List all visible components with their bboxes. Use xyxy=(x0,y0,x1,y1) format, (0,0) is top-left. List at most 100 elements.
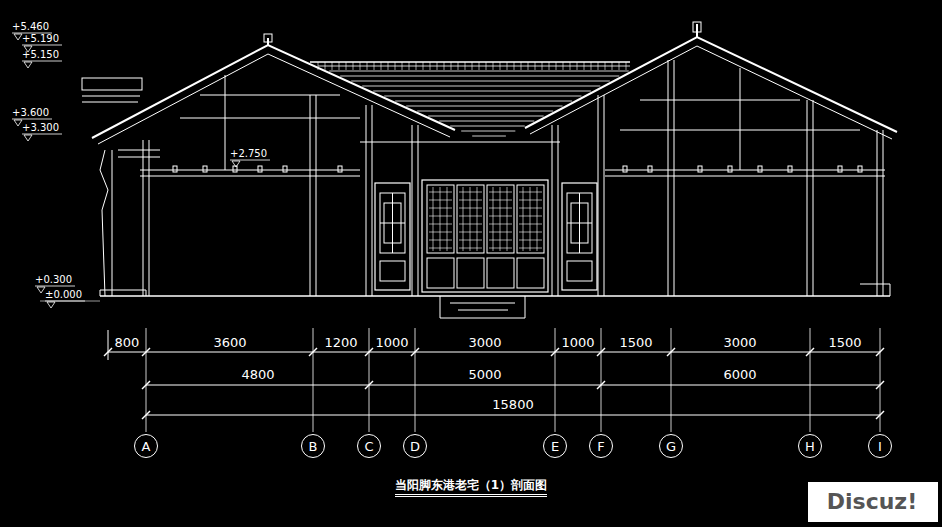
drawing-line xyxy=(477,187,478,251)
drawing-line xyxy=(429,240,452,241)
drawing-line xyxy=(612,62,613,70)
drawing-line xyxy=(437,62,438,70)
drawing-line xyxy=(310,61,630,63)
drawing-line xyxy=(384,96,581,97)
drawing-rect xyxy=(427,185,454,253)
axis-bubble: A xyxy=(134,434,158,458)
drawing-line xyxy=(605,170,885,171)
drawing-line xyxy=(500,187,501,251)
drawing-line xyxy=(514,62,515,70)
drawing-line xyxy=(149,140,150,296)
drawing-line xyxy=(577,62,578,70)
drawing-line xyxy=(640,100,800,101)
dimension-label: 1500 xyxy=(828,336,861,349)
drawing-line xyxy=(519,232,542,233)
drawing-line xyxy=(430,62,431,70)
drawing-line xyxy=(619,62,620,70)
drawing-rect xyxy=(258,166,262,172)
axis-letter: B xyxy=(309,440,318,453)
axis-letter: H xyxy=(805,440,815,453)
drawing-line xyxy=(877,130,878,296)
dimension-label: 3600 xyxy=(213,336,246,349)
drawing-line xyxy=(601,328,602,432)
dimension-label: 15800 xyxy=(492,398,533,411)
drawing-line xyxy=(409,62,410,70)
drawing-rect xyxy=(758,166,762,172)
drawing-rect xyxy=(567,193,592,253)
drawing-line xyxy=(310,95,311,296)
drawing-line xyxy=(40,301,100,302)
drawing-line xyxy=(402,62,403,70)
drawing-line xyxy=(450,126,525,127)
drawing-line xyxy=(674,60,675,296)
drawing-line xyxy=(447,187,448,251)
drawing-line xyxy=(12,119,52,120)
drawing-line xyxy=(459,200,482,201)
axis-bubble: E xyxy=(543,434,567,458)
drawing-line xyxy=(22,61,62,62)
drawing-line xyxy=(332,62,333,70)
drawing-line xyxy=(489,232,512,233)
drawing-line xyxy=(519,216,542,217)
drawing-line xyxy=(108,330,109,360)
drawing-line xyxy=(696,24,698,38)
drawing-rect xyxy=(838,166,842,172)
drawing-line xyxy=(740,68,741,170)
drawing-line xyxy=(489,248,512,249)
drawing-line xyxy=(146,385,880,386)
drawing-line xyxy=(180,118,360,119)
drawing-rect xyxy=(457,185,484,253)
elevation-label: +0.300 xyxy=(35,275,72,285)
drawing-line xyxy=(489,216,512,217)
drawing-line xyxy=(459,192,482,193)
drawing-line xyxy=(459,216,482,217)
dimension-label: 1200 xyxy=(324,336,357,349)
drawing-line xyxy=(440,187,441,251)
drawing-line xyxy=(458,310,508,311)
drawing-line xyxy=(100,295,890,297)
drawing-line xyxy=(451,62,452,70)
dimension-label: 3000 xyxy=(468,336,501,349)
drawing-line xyxy=(472,62,473,70)
dimension-label: 5000 xyxy=(468,368,501,381)
drawing-line xyxy=(98,54,450,144)
drawing-line xyxy=(340,76,619,77)
drawing-title: 当阳脚东港老宅（1）剖面图 xyxy=(395,479,547,497)
drawing-line xyxy=(433,187,434,251)
drawing-line xyxy=(459,240,482,241)
drawing-rect xyxy=(487,185,514,253)
drawing-rect xyxy=(693,22,701,32)
drawing-line xyxy=(82,102,138,103)
drawing-line xyxy=(146,328,147,432)
elevation-mark xyxy=(14,34,22,40)
drawing-line xyxy=(556,62,557,70)
drawing-line xyxy=(418,125,419,296)
dimension-label: 3000 xyxy=(723,336,756,349)
drawing-line xyxy=(810,328,811,432)
drawing-rect xyxy=(567,261,592,281)
drawing-rect xyxy=(375,183,410,290)
drawing-line xyxy=(591,62,592,70)
drawing-line xyxy=(463,187,464,251)
drawing-line xyxy=(555,328,556,432)
drawing-line xyxy=(459,224,482,225)
drawing-rect xyxy=(623,166,627,172)
axis-bubble: F xyxy=(589,434,613,458)
drawing-line xyxy=(584,62,585,70)
drawing-line xyxy=(605,176,885,177)
drawing-rect xyxy=(571,203,588,243)
drawing-line xyxy=(118,150,160,151)
drawing-line xyxy=(525,37,897,132)
drawing-line xyxy=(523,187,524,251)
axis-letter: A xyxy=(142,440,151,453)
drawing-line xyxy=(439,121,534,122)
drawing-line xyxy=(313,328,314,432)
drawing-line xyxy=(415,328,416,432)
drawing-line xyxy=(519,208,542,209)
drawing-line xyxy=(570,62,571,70)
drawing-line xyxy=(428,116,543,117)
axis-bubble: D xyxy=(403,434,427,458)
dimension-label: 1000 xyxy=(561,336,594,349)
drawing-line xyxy=(465,62,466,70)
drawing-line xyxy=(519,240,542,241)
